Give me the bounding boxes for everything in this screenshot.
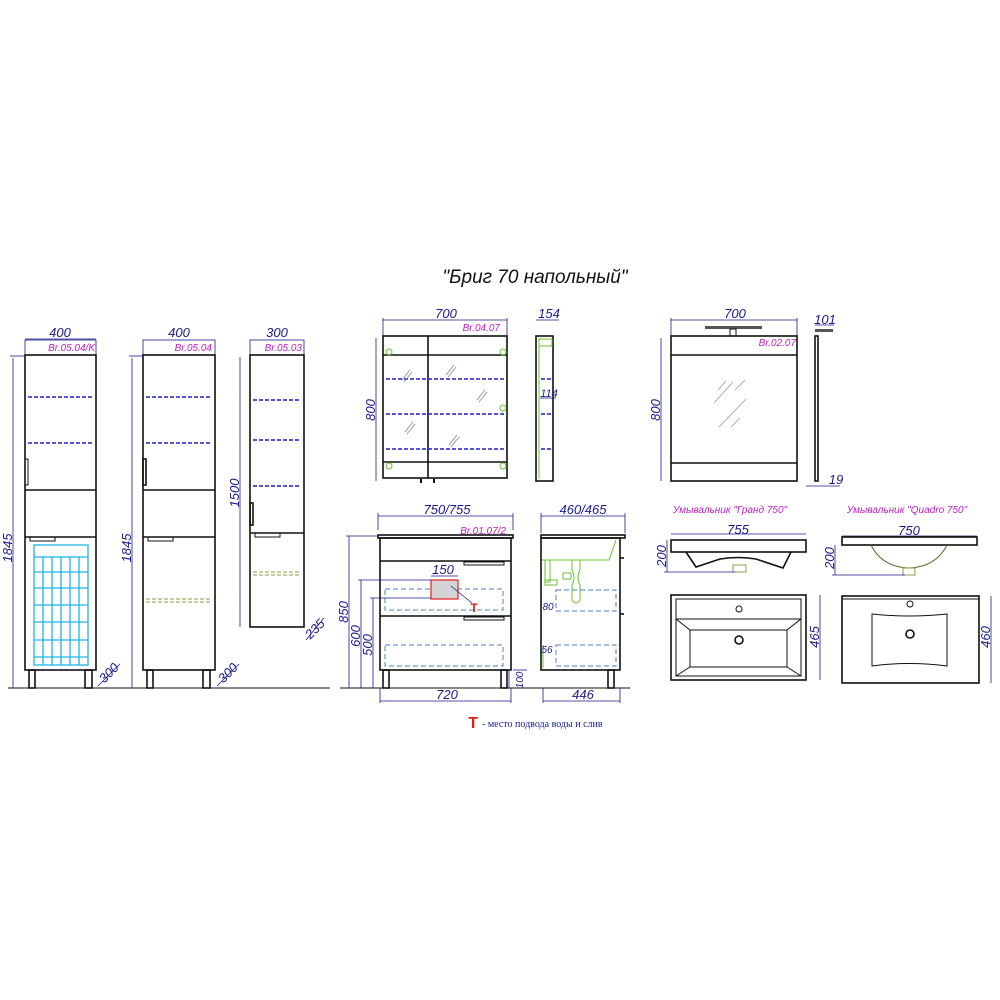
width-dim: 700 — [435, 306, 457, 321]
depth-dim: 154 — [538, 306, 560, 321]
door-handle — [24, 458, 29, 486]
door-handle — [249, 502, 254, 526]
depth-dim: 460/465 — [560, 502, 608, 517]
sink-quadro: Умывальник "Quadro 750" 750 200 460 — [822, 505, 993, 684]
product-code: Br.05.04/K — [48, 343, 96, 354]
inner-depth-dim: 446 — [572, 687, 594, 702]
vanity-front: 750/755 Br.01.07/2 Т 150 850 600 500 720… — [336, 502, 527, 703]
height-dim: 200 — [654, 544, 669, 567]
product-code: Br.05.03 — [265, 343, 303, 354]
depth-dim: 465 — [807, 625, 822, 647]
leg-height-dim: 100 — [515, 671, 526, 688]
inner-width-dim: 720 — [436, 687, 458, 702]
depth-dim: 300 — [96, 659, 122, 685]
drawing-title: "Бриг 70 напольный" — [442, 267, 628, 288]
sink-label: Умывальник "Гранд 750" — [672, 505, 788, 516]
pipe-height-500: 500 — [360, 633, 375, 655]
pipe-height-600: 600 — [348, 624, 363, 646]
product-code: Br.04.07 — [463, 323, 501, 334]
height-dim: 1845 — [0, 533, 15, 563]
pipe-width-dim: 150 — [432, 562, 454, 577]
height-dim: 850 — [336, 600, 351, 622]
lamp — [705, 326, 762, 329]
product-code: Br.02.07 — [759, 338, 797, 349]
tall-cabinet-basket: 400 Br.05.04/K 1845 300 — [0, 325, 122, 689]
drawer-depth-56: 56 — [541, 645, 553, 656]
depth-dim: 235 — [301, 615, 328, 642]
sink-grand: Умывальник "Гранд 750" 755 200 465 — [654, 505, 822, 681]
tall-cabinet: 400 Br.05.04 1845 300 — [119, 325, 241, 689]
width-dim: 700 — [724, 306, 746, 321]
height-dim: 800 — [648, 398, 663, 420]
inner-depth-dim: 114 — [540, 388, 558, 400]
height-dim: 1845 — [119, 533, 134, 563]
drawer-depth-80: 80 — [542, 602, 554, 613]
legend-text: - место подвода воды и слив — [482, 719, 603, 730]
wall-cabinet: 300 Br.05.03 1500 235 — [227, 325, 328, 643]
thickness-dim: 19 — [829, 472, 843, 487]
mirror: 700 Br.02.07 800 101 19 — [648, 306, 843, 487]
pipe-marker: Т — [470, 601, 478, 615]
legend-symbol: Т — [468, 715, 478, 732]
product-code: Br.05.04 — [175, 343, 213, 354]
pipe-zone — [430, 579, 459, 600]
product-code: Br.01.07/2 — [460, 526, 506, 537]
depth-dim: 460 — [978, 625, 993, 647]
height-dim: 200 — [822, 546, 837, 569]
depth-dim: 300 — [215, 659, 241, 685]
vanity-side: 460/465 80 56 446 — [540, 502, 626, 703]
width-dim: 750/755 — [424, 502, 472, 517]
width-dim: 755 — [727, 522, 749, 537]
lamp-depth-dim: 101 — [814, 312, 836, 327]
width-dim: 750 — [898, 523, 920, 538]
height-dim: 800 — [363, 398, 378, 420]
width-dim: 400 — [49, 325, 71, 340]
sink-label: Умывальник "Quadro 750" — [846, 505, 968, 516]
door-handle — [142, 458, 147, 486]
mirror-cabinet: 700 Br.04.07 800 154 114 — [363, 306, 560, 483]
legend: Т - место подвода воды и слив — [468, 715, 603, 732]
width-dim: 300 — [266, 325, 288, 340]
width-dim: 400 — [168, 325, 190, 340]
height-dim: 1500 — [227, 478, 242, 508]
laundry-basket — [33, 544, 89, 666]
